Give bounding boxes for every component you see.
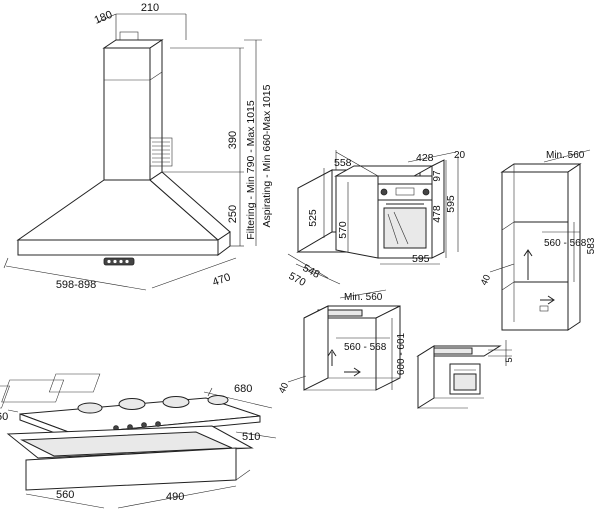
under-hob-left-panel (417, 345, 435, 409)
oven-control-panel (377, 183, 433, 201)
hood-width-label: 598-898 (56, 279, 96, 291)
undercounter-dimensions (287, 289, 393, 390)
column-min-width-label: Min. 560 (546, 150, 585, 161)
oven-knob-left (380, 188, 388, 196)
hob-burner-1 (77, 402, 103, 414)
hood-depth-label: 470 (211, 271, 232, 289)
hob-burner-2 (118, 398, 146, 410)
hob-burner-3 (162, 396, 190, 408)
column-airflow-arrow-bottom (540, 295, 555, 305)
oven-niche (296, 159, 445, 259)
hood-chimney-side (149, 39, 163, 181)
oven-top-depth-label: 428 (416, 152, 434, 164)
oven-height-outer-label: 525 (307, 209, 319, 227)
hob-cutout-width-label: 490 (166, 491, 184, 503)
hob-dimensions (7, 387, 277, 509)
hob-knob-4 (155, 421, 161, 427)
hood-base-front (17, 239, 219, 256)
gas-hob (0, 373, 261, 491)
hood-lower-height-label: 250 (227, 205, 239, 223)
column-niche-width-label: 560 - 568 (544, 238, 587, 249)
hob-pan-supports (0, 373, 229, 414)
under-hob-oven-window (453, 373, 477, 391)
hob-cutout-depth-label: 560 (56, 489, 74, 501)
oven-top-gap-label: 20 (454, 150, 466, 161)
column-niche-height-label: 583 (586, 237, 597, 254)
hob-knob-3 (141, 422, 147, 428)
hood-upper-height-label: 390 (227, 131, 239, 149)
oven-body-side (335, 175, 379, 259)
hob-width-label: 680 (234, 383, 252, 395)
oven-height-inner-label: 570 (337, 221, 349, 239)
undercounter-airflow-arrow (327, 349, 337, 366)
oven-front-top-label: 97 (432, 170, 443, 182)
oven-display (395, 187, 415, 196)
hob-depth-label: 510 (242, 431, 260, 443)
undercounter-niche-height-label: 600 - 601 (396, 332, 407, 375)
oven-under-hob (416, 345, 502, 409)
tall-column-cabinet (500, 163, 582, 331)
hob-height-label: 60 (0, 411, 8, 423)
hood-dimensions (3, 13, 262, 291)
undercounter-min-width-label: Min. 560 (344, 292, 383, 303)
hood-vent-grille (149, 137, 173, 167)
hood-chimney-depth-label: 180 (93, 9, 115, 27)
oven-width-label: 558 (334, 157, 352, 169)
hood-filtering-note: Filtering - Min 790 - Max 1015 (245, 100, 257, 240)
oven-knob-right (422, 188, 430, 196)
under-hob-gap-label: 5 (504, 357, 515, 362)
column-front (501, 171, 569, 331)
undercounter-airflow-arrow-bottom (344, 367, 361, 377)
column-vent-label: 40 (479, 273, 493, 287)
undercounter-left-panel (303, 305, 329, 391)
hood-aspirating-note: Aspirating - Min 660-Max 1015 (261, 84, 273, 227)
under-hob-dimensions (488, 340, 512, 366)
oven-front-width-label: 595 (412, 253, 430, 265)
undercounter-vent-label: 40 (277, 381, 291, 395)
hood-chimney-width-label: 210 (141, 2, 159, 14)
cooker-hood (16, 31, 231, 266)
oven-front-edge (431, 159, 445, 259)
hob-over-oven-surface (431, 347, 473, 355)
column-dimensions (489, 149, 591, 282)
oven-dimensions (287, 150, 459, 285)
column-airflow-arrow (523, 249, 533, 280)
hood-chimney-front (103, 47, 151, 181)
undercounter-cabinet (303, 305, 401, 391)
oven-window (383, 207, 427, 249)
oven-total-height-label: 595 (445, 195, 457, 213)
hood-bracket (119, 31, 139, 41)
hood-control-panel (103, 257, 135, 266)
undercounter-niche-width-label: 560 - 568 (344, 342, 387, 353)
oven-front-height-label: 478 (431, 205, 443, 223)
